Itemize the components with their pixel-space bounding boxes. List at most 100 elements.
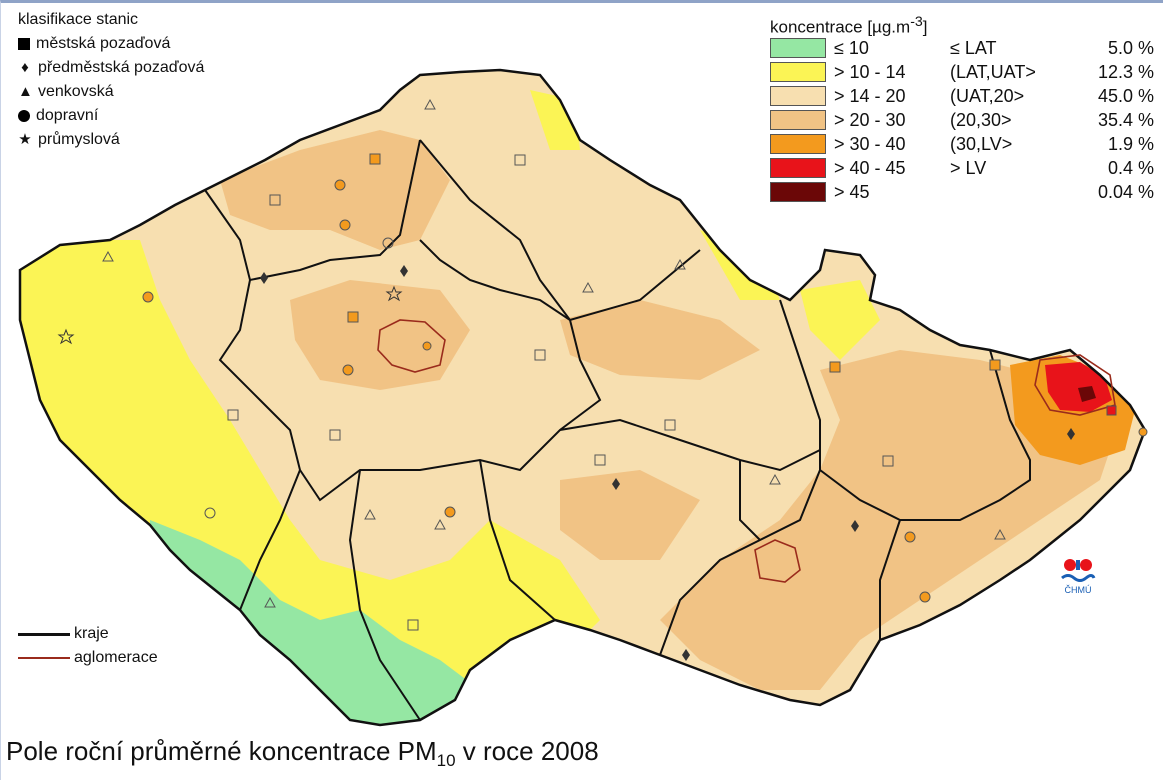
concentration-class-row: > 45 0.04 % — [770, 180, 1160, 204]
legend-label: venkovská — [38, 83, 114, 100]
zone-40-45-ostrava — [1045, 362, 1112, 412]
class-percent: 45.0 % — [1097, 85, 1154, 106]
color-swatch — [770, 158, 826, 178]
zone-20-30-northwest — [220, 130, 450, 250]
concentration-class-row: ≤ 10 ≤ LAT 5.0 % — [770, 36, 1160, 60]
class-percent: 12.3 % — [1097, 61, 1154, 82]
legend-traffic: dopravní — [18, 104, 204, 128]
zone-over-45 — [1078, 386, 1096, 402]
legend-label: průmyslová — [38, 131, 120, 148]
color-swatch — [770, 110, 826, 130]
class-label: (UAT,20> — [950, 85, 1025, 106]
concentration-class-row: > 20 - 30 (20,30> 35.4 % — [770, 108, 1160, 132]
line-legend: kraje aglomerace — [18, 622, 158, 670]
station-suburban-background — [851, 520, 859, 532]
aglomerace-borders — [377, 319, 1116, 583]
monitoring-stations — [57, 98, 1148, 661]
legend-industrial: ★ průmyslová — [18, 128, 204, 152]
color-swatch — [770, 38, 826, 58]
class-label: (30,LV> — [950, 133, 1013, 154]
station-rural — [674, 258, 686, 270]
station-urban-background — [534, 349, 546, 361]
station-suburban-background — [612, 478, 620, 490]
station-traffic — [422, 341, 432, 351]
station-traffic — [142, 291, 154, 303]
zone-20-30-elbe — [560, 300, 760, 380]
class-label: ≤ LAT — [950, 37, 997, 58]
station-suburban-background — [1067, 428, 1075, 440]
class-label: (20,30> — [950, 109, 1012, 130]
class-percent: 0.04 % — [1097, 181, 1154, 202]
legend-kraje: kraje — [18, 622, 158, 646]
star-icon: ★ — [18, 131, 32, 148]
station-urban-background — [227, 409, 239, 421]
legend-label: aglomerace — [74, 649, 158, 666]
color-swatch — [770, 182, 826, 202]
kraje-line-icon — [18, 632, 70, 636]
legend-rural: ▲ venkovská — [18, 80, 204, 104]
circle-icon — [18, 110, 30, 122]
station-industrial — [385, 285, 403, 302]
station-urban-background — [269, 194, 281, 206]
station-traffic — [342, 364, 354, 376]
class-range: > 45 — [834, 181, 870, 202]
concentration-class-row: > 10 - 14 (LAT,UAT> 12.3 % — [770, 60, 1160, 84]
class-range: > 14 - 20 — [834, 85, 906, 106]
concentration-class-row: > 30 - 40(30,LV>1.9 % — [770, 132, 1160, 156]
station-traffic — [339, 219, 351, 231]
class-percent: 5.0 % — [1107, 37, 1154, 58]
class-percent: 35.4 % — [1097, 109, 1154, 130]
zone-20-30-south — [560, 470, 700, 560]
zone-20-30-moravia — [660, 350, 1120, 690]
station-rural — [264, 596, 276, 608]
square-icon — [18, 38, 30, 50]
color-swatch — [770, 134, 826, 154]
station-traffic — [444, 506, 456, 518]
class-label: > LV — [950, 157, 987, 178]
station-suburban-background — [260, 272, 268, 284]
station-legend-title: klasifikace stanic — [18, 11, 139, 28]
legend-urban-background: městská pozaďová — [18, 32, 204, 56]
station-legend: klasifikace stanic městská pozaďová ♦ př… — [18, 8, 204, 152]
class-label: (LAT,UAT> — [950, 61, 1036, 82]
station-rural — [424, 98, 436, 110]
color-swatch — [770, 62, 826, 82]
station-urban-background — [882, 455, 894, 467]
station-urban-background — [329, 429, 341, 441]
station-suburban-background — [682, 649, 690, 661]
station-rural — [582, 281, 594, 293]
station-rural — [994, 528, 1006, 540]
class-range: > 10 - 14 — [834, 61, 906, 82]
legend-label: kraje — [74, 625, 109, 642]
legend-label: dopravní — [36, 107, 99, 124]
concentration-legend-title: koncentrace [µg.m-3] — [770, 14, 928, 37]
station-industrial — [57, 328, 75, 345]
class-percent: 1.9 % — [1107, 133, 1154, 154]
station-rural — [102, 250, 114, 262]
triangle-icon: ▲ — [18, 83, 33, 100]
class-range: > 40 - 45 — [834, 157, 906, 178]
legend-aglomerace: aglomerace — [18, 646, 158, 670]
class-range: > 20 - 30 — [834, 109, 906, 130]
diamond-icon: ♦ — [21, 59, 29, 76]
station-urban-background — [347, 311, 359, 323]
station-urban-background — [514, 154, 526, 166]
station-traffic — [904, 531, 916, 543]
class-range: ≤ 10 — [834, 37, 869, 58]
station-urban-background — [369, 153, 381, 165]
legend-label: předměstská pozaďová — [38, 59, 205, 76]
station-traffic — [204, 507, 216, 519]
zone-10-14-jeseniky — [800, 280, 880, 360]
station-traffic — [334, 179, 346, 191]
aglomerace-line-icon — [18, 657, 70, 659]
station-urban-background — [1106, 405, 1117, 416]
legend-label: městská pozaďová — [36, 35, 171, 52]
station-urban-background — [664, 419, 676, 431]
station-urban-background — [989, 359, 1001, 371]
